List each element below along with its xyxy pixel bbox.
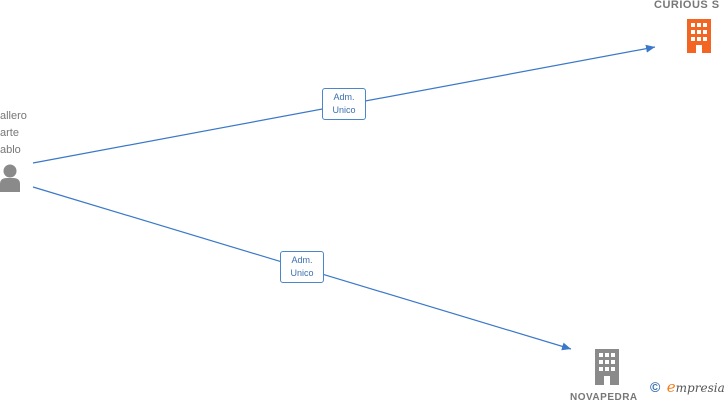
company-name-curious[interactable]: CURIOUS S	[654, 0, 720, 11]
empresia-logo: empresia	[666, 378, 725, 396]
edge-role-line-2: Unico	[332, 105, 356, 115]
company-name-novapedra[interactable]: NOVAPEDRA	[570, 392, 638, 400]
copyright-icon: ©	[650, 379, 661, 395]
building-icon[interactable]	[683, 19, 715, 53]
person-name[interactable]: allero arte ablo	[0, 108, 40, 159]
edge-role-line-1: Adm.	[291, 255, 313, 265]
brand-logo: © empresia	[650, 378, 725, 398]
person-name-line-1: allero	[0, 110, 27, 122]
person-name-line-2: arte	[0, 127, 19, 139]
building-icon[interactable]	[591, 349, 623, 385]
person-name-line-3: ablo	[0, 144, 21, 156]
edge-label-novapedra: Adm. Unico	[280, 251, 324, 283]
person-icon[interactable]	[0, 162, 24, 192]
edge-label-curious: Adm. Unico	[322, 88, 366, 120]
edge-role-line-1: Adm.	[333, 92, 355, 102]
edge-role-line-2: Unico	[290, 268, 314, 278]
